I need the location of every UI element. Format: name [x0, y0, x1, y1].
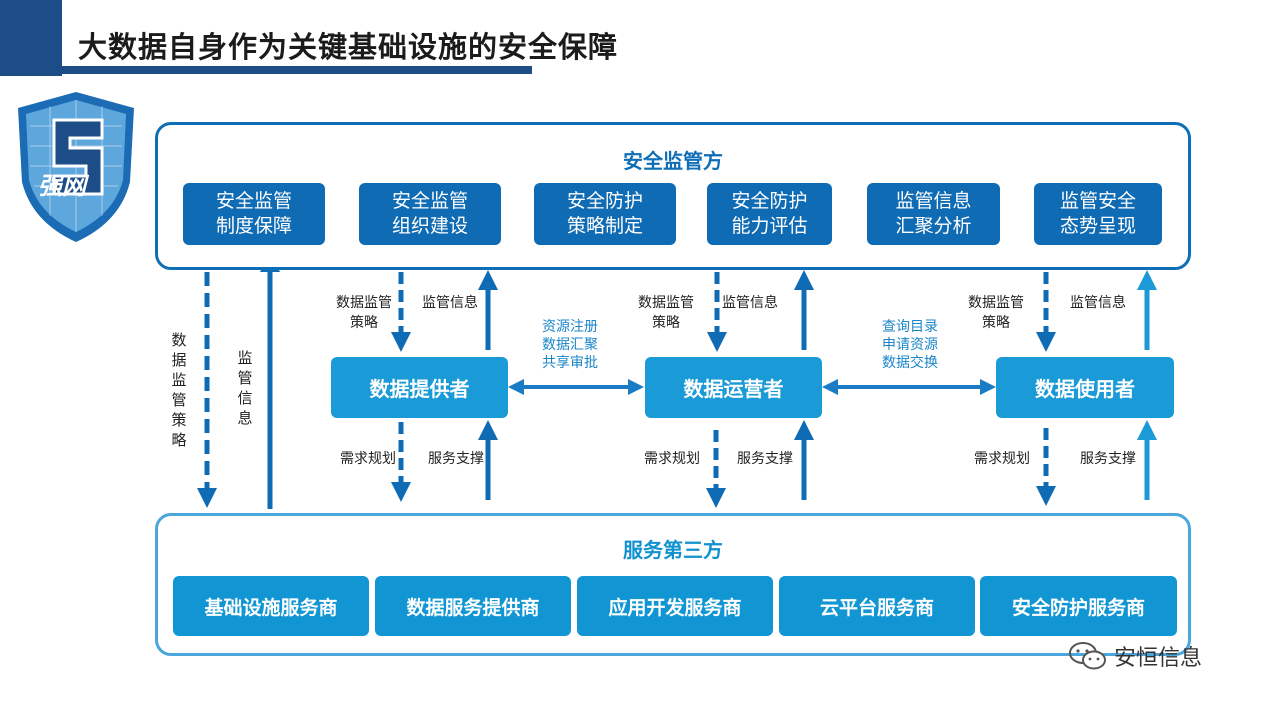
provider-info-label: 监管信息: [422, 295, 478, 311]
logo-text: 强网: [38, 172, 86, 200]
user-info-label: 监管信息: [1070, 295, 1126, 311]
left-info-label: 监管信息: [237, 349, 253, 427]
cloud-platform-box: 云平台服务商: [779, 576, 975, 636]
provider-support-label: 服务支撑: [428, 451, 484, 467]
user-demand-label: 需求规划: [974, 451, 1030, 467]
third-party-title: 服务第三方: [623, 538, 723, 562]
shield-logo-icon: [18, 92, 134, 242]
wechat-icon: [1069, 642, 1106, 670]
data-provider-box: 数据提供者: [331, 357, 508, 418]
data-service-provider-box: 数据服务提供商: [375, 576, 571, 636]
operator-info-label: 监管信息: [722, 295, 778, 311]
infrastructure-provider-box: 基础设施服务商: [173, 576, 369, 636]
operator-demand-label: 需求规划: [644, 451, 700, 467]
provider-demand-label: 需求规划: [340, 451, 396, 467]
operator-support-label: 服务支撑: [737, 451, 793, 467]
provider-operator-exchange-label: 资源注册 数据汇聚 共享审批: [542, 319, 598, 371]
user-policy-label: 数据监管 策略: [968, 295, 1024, 331]
security-provider-box: 安全防护服务商: [980, 576, 1177, 636]
data-operator-box: 数据运营者: [645, 357, 822, 418]
operator-user-exchange-label: 查询目录 申请资源 数据交换: [882, 319, 938, 371]
header-accent-block: [0, 0, 62, 76]
protection-policy-box: 安全防护 策略制定: [534, 183, 676, 245]
regulation-system-box: 安全监管 制度保障: [183, 183, 325, 245]
watermark: 安恒信息: [1068, 640, 1202, 672]
app-developer-box: 应用开发服务商: [577, 576, 773, 636]
data-user-box: 数据使用者: [996, 357, 1174, 418]
watermark-text: 安恒信息: [1114, 646, 1203, 671]
left-policy-label: 数据监管策略: [171, 331, 187, 449]
protection-assessment-box: 安全防护 能力评估: [707, 183, 832, 245]
regulator-title: 安全监管方: [623, 149, 723, 173]
situation-display-box: 监管安全 态势呈现: [1034, 183, 1162, 245]
page-title: 大数据自身作为关键基础设施的安全保障: [78, 30, 619, 64]
operator-policy-label: 数据监管 策略: [638, 295, 694, 331]
info-analysis-box: 监管信息 汇聚分析: [867, 183, 1000, 245]
regulation-organization-box: 安全监管 组织建设: [359, 183, 501, 245]
user-support-label: 服务支撑: [1080, 451, 1136, 467]
provider-policy-label: 数据监管 策略: [336, 295, 392, 331]
header-underline: [62, 66, 532, 74]
